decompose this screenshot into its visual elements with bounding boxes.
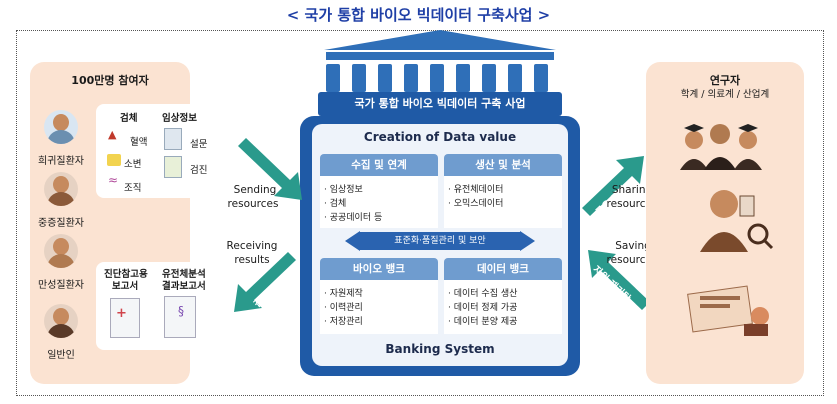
researchers-panel (646, 62, 804, 384)
clinical-checkup: 검진 (190, 165, 208, 176)
saving-label-2: resources (606, 254, 658, 266)
page-title: < 국가 통합 바이오 빅데이터 구축사업 > (286, 6, 551, 24)
tissue-icon: ≈ (108, 173, 119, 187)
sharing-label-2: resources (606, 198, 658, 210)
checkup-doc-icon (164, 156, 182, 178)
biobank-item-1: · 자원제작 (324, 289, 363, 299)
collect-item-1: · 임상정보 (324, 185, 363, 195)
building-roof (324, 30, 556, 60)
produce-item-1: · 유전체데이터 (448, 185, 504, 195)
clinical-survey: 설문 (190, 139, 208, 150)
standardization-bar: 표준화·품질관리 및 보안 (360, 232, 520, 250)
sample-tissue: 조직 (124, 183, 142, 194)
produce-box-body (444, 176, 562, 228)
collect-item-2: · 검체 (324, 199, 347, 209)
clinical-info-title: 임상정보 (162, 113, 197, 124)
researchers-title: 연구자 (709, 74, 741, 87)
databank-item-2: · 데이터 정제 가공 (448, 303, 518, 313)
banking-system-title: Banking System (385, 342, 495, 356)
biobank-item-3: · 저장관리 (324, 317, 363, 327)
sending-label-2: resources (227, 198, 279, 210)
sharing-label-1: Sharing (611, 184, 653, 196)
saving-label-1: Saving (615, 240, 651, 252)
genome-report-title-1: 유전체분석 (162, 269, 206, 280)
scientist-icon (700, 190, 774, 252)
databank-box-head: 데이터 뱅크 (444, 258, 562, 280)
dna-icon: § (178, 304, 184, 318)
sample-urine: 소변 (124, 159, 142, 170)
building-columns (322, 64, 558, 92)
receiving-label-2: results (234, 254, 270, 266)
collect-box-head: 수집 및 연계 (320, 154, 438, 176)
produce-box-head: 생산 및 분석 (444, 154, 562, 176)
genome-report-title-2: 결과보고서 (162, 281, 206, 292)
diagnosis-report-icon (110, 298, 140, 338)
data-value-title: Creation of Data value (363, 130, 517, 144)
diag-report-title-2: 보고서 (112, 281, 139, 292)
receiving-label-1: Receiving (226, 240, 278, 252)
sending-label-1: Sending (233, 184, 277, 196)
chronic-patient-avatar (44, 234, 78, 268)
redeposit-arrow (588, 250, 650, 312)
biobank-item-2: · 이력관리 (324, 303, 363, 313)
produce-item-2: · 오믹스데이터 (448, 199, 504, 209)
results-return-arrow (234, 252, 298, 312)
participants-title: 100만명 참여자 (71, 74, 149, 87)
medical-cross-icon: + (116, 306, 127, 321)
diag-report-title-1: 진단참고용 (104, 269, 148, 280)
survey-doc-icon (164, 128, 182, 150)
biobank-box-body (320, 280, 438, 334)
genome-report-icon (164, 296, 196, 338)
biobank-box-head: 바이오 뱅크 (320, 258, 438, 280)
person-label-general: 일반인 (47, 350, 75, 361)
dotted-frame (16, 30, 824, 396)
person-label-chronic: 만성질환자 (38, 280, 84, 291)
collect-box-body (320, 176, 438, 228)
person-label-rare: 희귀질환자 (38, 156, 84, 167)
person-label-severe: 중증질환자 (38, 218, 84, 229)
business-documents-icon (687, 285, 769, 336)
samples-title: 검체 (120, 113, 138, 124)
collect-item-3: · 공공데이터 등 (324, 213, 383, 223)
databank-item-1: · 데이터 수집 생산 (448, 289, 518, 299)
databank-item-3: · 데이터 분양 제공 (448, 317, 518, 327)
general-person-avatar (44, 304, 78, 338)
graduates-icon (680, 124, 762, 170)
blood-drop-icon: ▲ (108, 128, 117, 141)
severe-patient-avatar (44, 172, 78, 206)
project-banner: 국가 통합 바이오 빅데이터 구축 사업 (318, 92, 562, 116)
samples-card (96, 104, 222, 198)
rare-patient-avatar (44, 110, 78, 144)
urine-cup-icon (107, 154, 121, 166)
share-open-arrow (580, 156, 644, 216)
databank-box-body (444, 280, 562, 334)
researchers-subtitle: 학계 / 의료계 / 산업계 (680, 89, 770, 100)
consent-collect-arrow (236, 138, 302, 200)
sample-blood: 혈액 (130, 137, 148, 148)
